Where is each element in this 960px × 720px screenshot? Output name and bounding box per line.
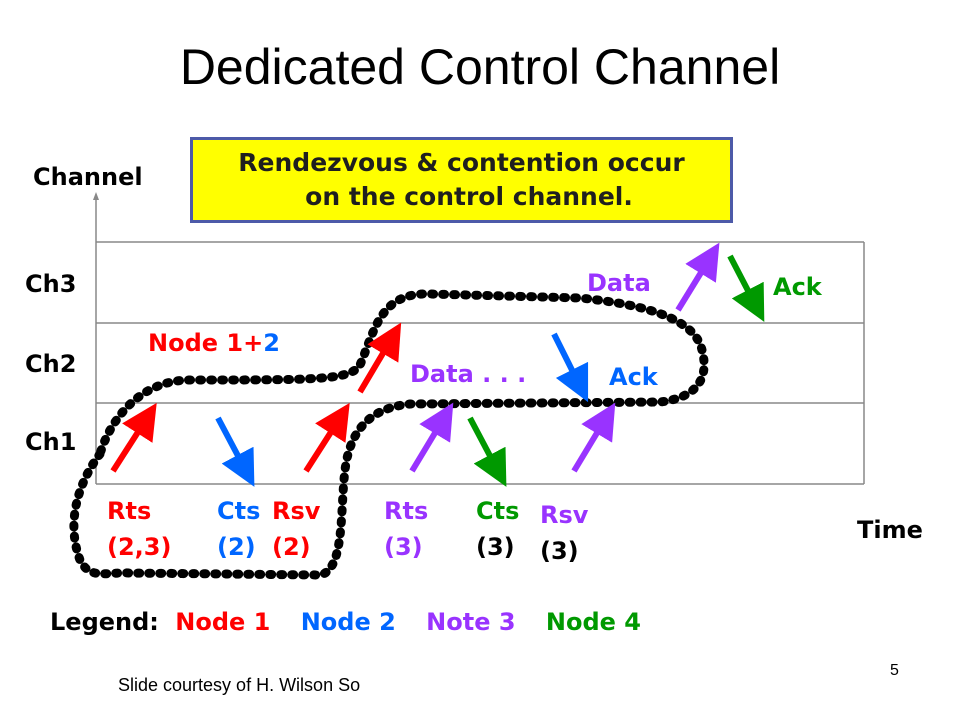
event-name: Rts: [107, 497, 152, 525]
callout-box: Rendezvous & contention occur on the con…: [190, 137, 733, 223]
event-arg: (3): [476, 533, 515, 561]
event-label-rsv-node1: Rsv (2): [272, 496, 320, 562]
legend-item-node1: Node 1: [175, 608, 271, 636]
event-label-rts-node3: Rts (3): [384, 496, 428, 562]
event-label-cts-node2: Cts (2): [217, 496, 260, 562]
arrow-cts-node2: [215, 416, 255, 487]
slide-credit: Slide courtesy of H. Wilson So: [118, 675, 361, 695]
node12-node1-text: Node 1: [148, 329, 244, 357]
node12-plus-text: +: [243, 329, 264, 357]
legend-item-node4: Node 4: [545, 608, 641, 636]
legend-item-node3: Note 3: [426, 608, 516, 636]
event-label-rsv-node3: Rsv (3): [540, 500, 588, 566]
event-arg: (2): [217, 533, 256, 561]
callout-line-1: Rendezvous & contention occur: [238, 148, 685, 177]
event-label-rts-node1: Rts (2,3): [107, 496, 171, 562]
channel-label-ch2: Ch2: [25, 350, 77, 378]
arrow-ack-ch2-node2: [551, 332, 589, 403]
data-ch3-label: Data: [587, 269, 651, 297]
arrow-rts-node3: [409, 402, 454, 473]
channel-label-ch3: Ch3: [25, 270, 77, 298]
arrow-rsv-node3: [571, 402, 616, 473]
ack-ch3-label: Ack: [773, 273, 822, 301]
data-ch2-label: Data . . .: [410, 360, 527, 388]
slide-title: Dedicated Control Channel: [179, 39, 781, 95]
event-name: Cts: [217, 497, 261, 525]
slide-number: 5: [890, 662, 899, 679]
ack-ch2-label: Ack: [609, 363, 658, 391]
arrow-data-ch3-node3: [675, 242, 720, 312]
y-axis-label: Channel: [33, 163, 143, 191]
node12-annotation: Node 1+2: [148, 328, 280, 358]
event-arg: (3): [384, 533, 423, 561]
arrow-data-ch2-node1: [357, 322, 402, 394]
x-axis-label: Time: [857, 516, 923, 544]
event-name: Rsv: [540, 501, 589, 529]
event-label-cts-node4: Cts (3): [476, 496, 519, 562]
legend-item-node2: Node 2: [300, 608, 396, 636]
arrow-cts-node4: [467, 416, 507, 487]
arrow-ack-ch3-node4: [727, 254, 765, 322]
event-name: Rts: [384, 497, 429, 525]
legend-label: Legend:: [50, 608, 159, 636]
event-arg: (2): [272, 533, 311, 561]
legend: Legend: Node 1 Node 2 Note 3 Node 4: [50, 608, 663, 636]
dotted-enclosure: [69, 289, 709, 580]
node12-node2-text: 2: [263, 329, 280, 357]
event-name: Rsv: [272, 497, 321, 525]
channel-label-ch1: Ch1: [25, 428, 77, 456]
arrow-rsv-node1: [303, 402, 350, 473]
callout-line-2: on the control channel.: [305, 182, 633, 211]
arrow-rts-node1: [110, 402, 157, 473]
event-arg: (3): [540, 537, 579, 565]
event-name: Cts: [476, 497, 520, 525]
event-arg: (2,3): [107, 533, 172, 561]
